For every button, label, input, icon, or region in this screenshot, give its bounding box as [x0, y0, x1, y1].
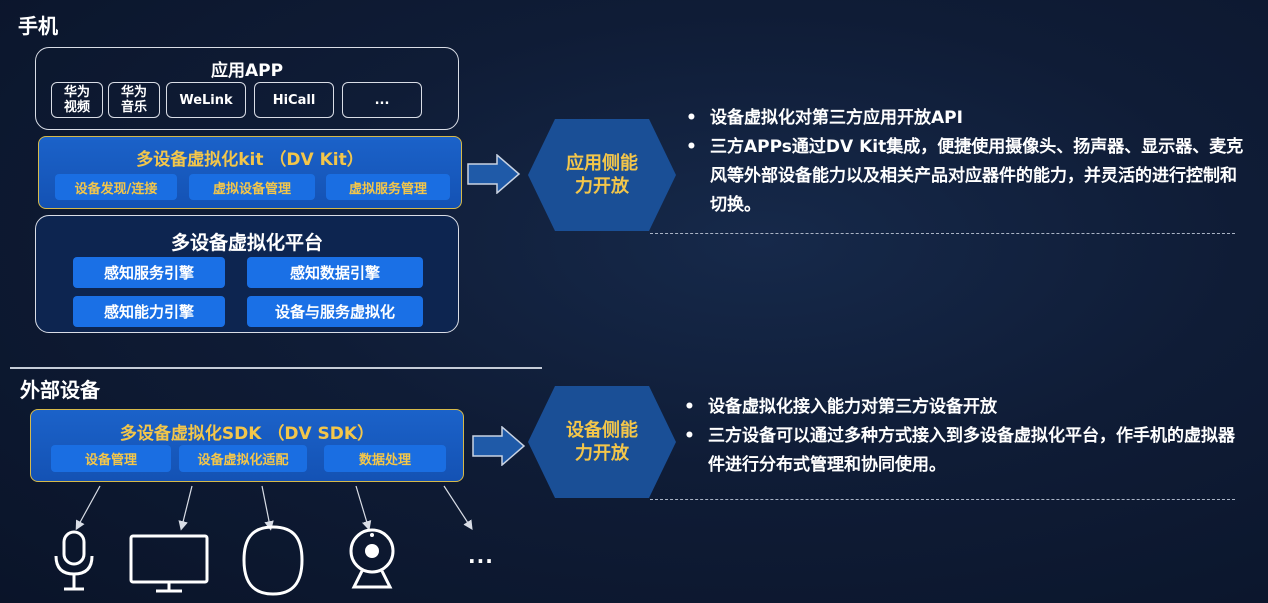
app-chip-huawei-video[interactable]: 华为 视频 — [51, 82, 103, 118]
phone-section-title: 手机 — [18, 14, 58, 38]
arrow-right-icon — [472, 426, 526, 466]
platform-chip-perception-data[interactable]: 感知数据引擎 — [247, 257, 423, 288]
sdk-chip-data-processing[interactable]: 数据处理 — [324, 445, 446, 472]
platform-chip-device-service-virtualization[interactable]: 设备与服务虚拟化 — [247, 296, 423, 327]
app-side-bullet-2: 三方APPs通过DV Kit集成，便捷使用摄像头、扬声器、显示器、麦克风等外部设… — [684, 133, 1244, 220]
arrow-right-icon — [467, 154, 521, 194]
hexagon-shape-icon — [528, 119, 676, 231]
speaker-icon — [242, 525, 304, 596]
dv-platform-title: 多设备虚拟化平台 — [170, 232, 323, 254]
hexagon-shape-icon — [528, 386, 676, 498]
kit-chip-virtual-device-mgmt[interactable]: 虚拟设备管理 — [189, 174, 315, 200]
app-chip-huawei-music[interactable]: 华为 音乐 — [108, 82, 160, 118]
app-chip-more[interactable]: ... — [342, 82, 422, 118]
sdk-chip-device-virtualization-adapt[interactable]: 设备虚拟化适配 — [179, 445, 307, 472]
dv-sdk-title: 多设备虚拟化SDK （DV SDK） — [119, 424, 375, 444]
microphone-icon — [54, 530, 94, 591]
app-side-hexagon: 应用侧能 力开放 — [527, 118, 677, 232]
dv-kit-title: 多设备虚拟化kit （DV Kit） — [136, 150, 364, 170]
app-layer-box: 应用APP 华为 视频 华为 音乐 WeLink HiCall ... — [35, 47, 459, 130]
device-side-bullet-2: 三方设备可以通过多种方式接入到多设备虚拟化平台，作手机的虚拟器件进行分布式管理和… — [682, 422, 1242, 480]
device-side-bullets: 设备虚拟化接入能力对第三方设备开放 三方设备可以通过多种方式接入到多设备虚拟化平… — [682, 393, 1242, 480]
app-side-hexagon-label: 应用侧能 力开放 — [566, 153, 638, 197]
device-side-bullet-1: 设备虚拟化接入能力对第三方设备开放 — [682, 393, 1242, 422]
app-layer-title: 应用APP — [210, 61, 284, 81]
sdk-chip-device-mgmt[interactable]: 设备管理 — [51, 445, 171, 472]
app-side-dashed-divider — [650, 233, 1235, 234]
app-chip-welink[interactable]: WeLink — [166, 82, 246, 118]
app-chip-hicall[interactable]: HiCall — [254, 82, 334, 118]
app-side-bullet-1: 设备虚拟化对第三方应用开放API — [684, 104, 1244, 133]
device-side-hexagon: 设备侧能 力开放 — [527, 385, 677, 499]
platform-chip-perception-capability[interactable]: 感知能力引擎 — [73, 296, 225, 327]
external-section-title: 外部设备 — [20, 378, 100, 402]
more-devices-ellipsis: ... — [468, 544, 494, 568]
app-side-bullets: 设备虚拟化对第三方应用开放API 三方APPs通过DV Kit集成，便捷使用摄像… — [684, 104, 1244, 220]
monitor-icon — [129, 534, 209, 593]
dv-platform-box: 多设备虚拟化平台 感知服务引擎 感知数据引擎 感知能力引擎 设备与服务虚拟化 — [35, 215, 459, 333]
webcam-icon — [349, 528, 395, 589]
kit-chip-virtual-service-mgmt[interactable]: 虚拟服务管理 — [326, 174, 450, 200]
dv-kit-box: 多设备虚拟化kit （DV Kit） 设备发现/连接 虚拟设备管理 虚拟服务管理 — [38, 136, 462, 209]
section-divider — [10, 367, 542, 369]
dv-sdk-box: 多设备虚拟化SDK （DV SDK） 设备管理 设备虚拟化适配 数据处理 — [30, 409, 464, 482]
device-side-dashed-divider — [650, 499, 1235, 500]
device-side-hexagon-label: 设备侧能 力开放 — [566, 420, 638, 464]
kit-chip-device-discovery[interactable]: 设备发现/连接 — [55, 174, 177, 200]
sdk-device-connectors — [75, 485, 473, 531]
platform-chip-perception-service[interactable]: 感知服务引擎 — [73, 257, 225, 288]
